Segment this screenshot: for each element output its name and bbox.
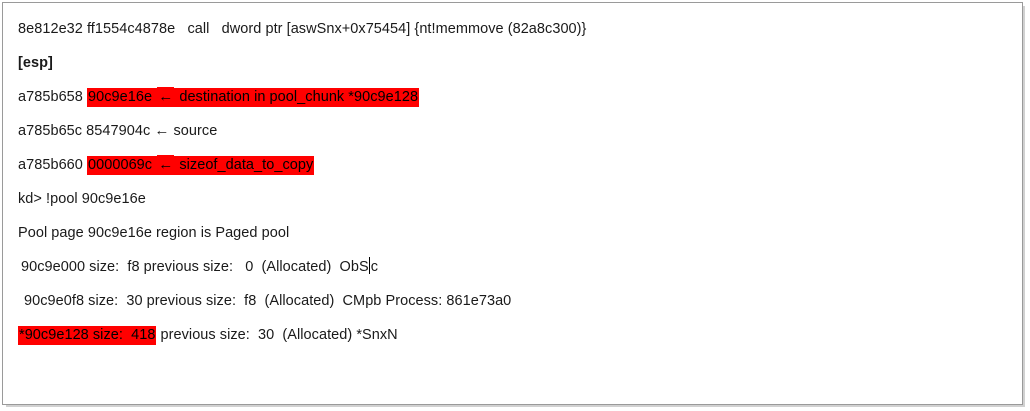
code-text: a785b658	[18, 89, 87, 105]
highlighted-text: 90c9e16e	[87, 88, 158, 107]
left-arrow-icon: ←	[157, 155, 175, 175]
code-line-pool-chunk-90c9e000: 90c9e000 size: f8 previous size: 0 (Allo…	[3, 250, 1022, 284]
code-line-pool-chunk-90c9e0f8: 90c9e0f8 size: 30 previous size: f8 (All…	[3, 284, 1022, 318]
code-line-stack-destination: a785b658 90c9e16e ← destination in pool_…	[3, 80, 1022, 114]
code-line-pool-chunk-90c9e128: *90c9e128 size: 418 previous size: 30 (A…	[3, 318, 1022, 352]
text-caret	[369, 257, 371, 274]
code-text: [esp]	[18, 55, 53, 71]
code-text: a785b65c 8547904c	[18, 123, 155, 139]
code-text: source	[169, 123, 218, 139]
code-line-esp-label: [esp]	[3, 46, 1022, 80]
code-text: 90c9e000 size: f8 previous size: 0 (Allo…	[21, 259, 369, 275]
code-line-command-pool: kd> !pool 90c9e16e	[3, 182, 1022, 216]
code-line-pool-page-region: Pool page 90c9e16e region is Paged pool	[3, 216, 1022, 250]
debugger-output-listing[interactable]: 8e812e32 ff1554c4878e call dword ptr [as…	[3, 3, 1022, 404]
code-text: kd> !pool 90c9e16e	[18, 191, 146, 207]
code-text: a785b660	[18, 157, 87, 173]
document-frame: 8e812e32 ff1554c4878e call dword ptr [as…	[2, 2, 1023, 405]
left-arrow-icon: ←	[154, 122, 170, 139]
code-text: c	[370, 259, 379, 275]
highlighted-text: *90c9e128 size: 418	[18, 326, 157, 345]
code-line-disasm-call: 8e812e32 ff1554c4878e call dword ptr [as…	[3, 12, 1022, 46]
highlighted-text: sizeof_data_to_copy	[174, 156, 315, 175]
code-text: 8e812e32 ff1554c4878e call dword ptr [as…	[18, 21, 587, 37]
code-text: previous size: 30 (Allocated) *SnxN	[156, 327, 398, 343]
left-arrow-icon: ←	[157, 87, 175, 107]
code-text: Pool page 90c9e16e region is Paged pool	[18, 225, 290, 241]
highlighted-text: destination in pool_chunk *90c9e128	[174, 88, 420, 107]
code-line-stack-source: a785b65c 8547904c ← source	[3, 114, 1022, 148]
code-text: 90c9e0f8 size: 30 previous size: f8 (All…	[24, 293, 512, 309]
highlighted-text: 0000069c	[87, 156, 158, 175]
code-line-stack-size: a785b660 0000069c ← sizeof_data_to_copy	[3, 148, 1022, 182]
